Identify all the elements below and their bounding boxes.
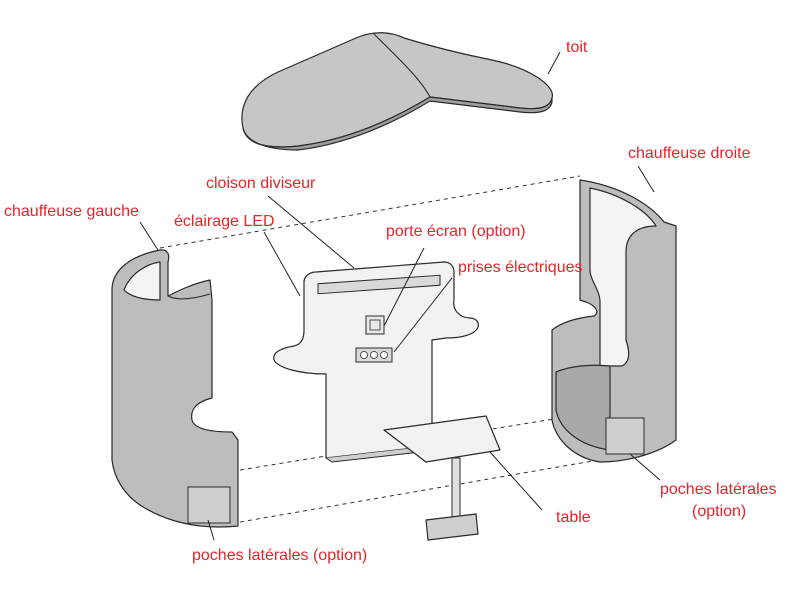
right-side-pocket (605, 417, 645, 455)
label-poches-laterales-droite: poches latérales (660, 481, 777, 498)
label-cloison-diviseur: cloison diviseur (206, 175, 316, 192)
label-chauffeuse-droite: chauffeuse droite (628, 145, 751, 162)
label-prises-electriques: prises électriques (458, 259, 583, 276)
led-light-bar (317, 274, 441, 295)
left-side-pocket (187, 486, 231, 524)
label-table: table (556, 509, 591, 526)
label-toit: toit (566, 39, 588, 56)
power-sockets (355, 347, 393, 363)
label-eclairage-led: éclairage LED (174, 213, 275, 230)
left-chair (111, 249, 239, 528)
label-porte-ecran: porte écran (option) (386, 223, 526, 240)
label-poches-laterales-gauche: poches latérales (option) (192, 547, 367, 564)
roof-piece (241, 32, 553, 151)
divider-panel (273, 261, 479, 463)
leader-lines (139, 51, 661, 541)
screen-mount (365, 315, 385, 335)
table (383, 415, 501, 541)
label-chauffeuse-gauche: chauffeuse gauche (4, 203, 139, 220)
right-chair (551, 179, 677, 463)
label-poches-laterales-droite-option: (option) (692, 503, 746, 520)
labels: toit chauffeuse droite chauffeuse gauche… (4, 39, 777, 564)
